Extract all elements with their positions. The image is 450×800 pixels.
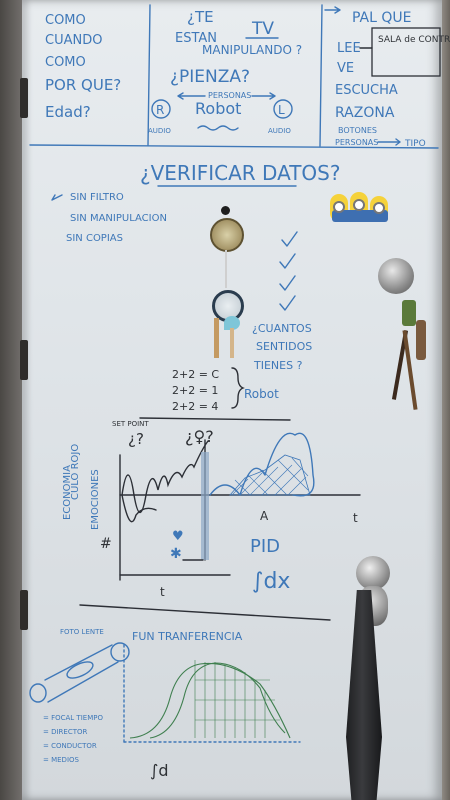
verificar-section: ¿VERIFICAR DATOS? SIN FILTRO SIN MANIPUL… xyxy=(51,161,340,372)
keychain-ornament xyxy=(206,206,250,366)
tv-word: TV xyxy=(251,19,274,39)
divider-line xyxy=(29,144,439,149)
r-letter: R xyxy=(156,103,164,117)
transfer-function: FUN TRANFERENCIA ∫d xyxy=(123,630,301,780)
control-graph: SET POINT ¿? ¿♀? CULO ROJO EMOCIONES ECO… xyxy=(62,420,361,599)
hinge xyxy=(20,340,28,380)
bullet-item: = MEDIOS xyxy=(43,756,80,764)
robot-label: Robot xyxy=(244,387,279,401)
pienza-text: ¿PIENZA? xyxy=(170,67,250,87)
list-item: Edad? xyxy=(45,103,91,121)
sum-line: 2+2 = 1 xyxy=(172,384,218,397)
audio-label: AUDIO xyxy=(148,127,171,135)
star-symbol: ✱ xyxy=(170,546,182,562)
sin-item: SIN FILTRO xyxy=(70,192,124,203)
l-circle xyxy=(273,99,293,119)
axis-t-label: t xyxy=(353,511,358,525)
vertical-word: CULO ROJO xyxy=(70,444,81,500)
right-list-item: VE xyxy=(337,61,354,76)
personas-label: PERSONAS xyxy=(208,91,251,100)
hash-mark: # xyxy=(100,536,112,552)
right-list-item: LEE xyxy=(337,41,361,56)
cuantos-text: SENTIDOS xyxy=(256,340,312,353)
sum-line: 2+2 = 4 xyxy=(172,400,218,413)
sala-box xyxy=(371,27,441,77)
left-question-list: COMO CUANDO COMO POR QUE? Edad? xyxy=(45,13,121,121)
bullet-item: = CONDUCTOR xyxy=(43,742,97,750)
check-marks xyxy=(279,231,298,311)
tv-line: ESTAN xyxy=(175,31,217,46)
right-section: PAL QUE SALA de CONTROL TV HD LEE VE ESC… xyxy=(324,6,450,149)
divider-line xyxy=(79,604,331,621)
key-bundle xyxy=(391,290,432,420)
sin-item: SIN COPIAS xyxy=(66,233,123,244)
foto-label: FOTO LENTE xyxy=(60,628,104,636)
sums-section: 2+2 = C 2+2 = 1 2+2 = 4 Robot xyxy=(139,367,291,421)
sin-item: SIN MANIPULACION xyxy=(70,213,167,224)
tipo-label: TIPO xyxy=(404,139,426,149)
right-list-item: RAZONA xyxy=(335,105,395,121)
axis-a-label: A xyxy=(260,509,269,523)
vertical-word: ECONOMIA xyxy=(62,465,73,520)
bulb-question: ¿♀? xyxy=(185,427,214,446)
pid-label: PID xyxy=(250,536,280,557)
vertical-word: EMOCIONES xyxy=(90,469,101,530)
axis-t-label: t xyxy=(160,585,165,599)
heart-symbol: ♥ xyxy=(172,529,184,544)
right-list-item: ESCUCHA xyxy=(335,83,398,98)
door-knob-upper[interactable] xyxy=(378,258,414,294)
lens-sketch: FOTO LENTE = FOCAL TIEMPO = DIRECTOR = C… xyxy=(29,628,130,764)
minions-sticker xyxy=(328,192,392,226)
tv-title: ¿TE xyxy=(187,8,214,26)
integral-label: ∫dx xyxy=(252,569,290,594)
bullet-item: = DIRECTOR xyxy=(43,728,88,736)
integral2-label: ∫d xyxy=(150,761,169,780)
list-item: POR QUE? xyxy=(45,76,121,94)
personas-tipo: PERSONAS xyxy=(335,138,378,147)
door-handle-lower[interactable] xyxy=(356,556,390,590)
cuantos-text: TIENES ? xyxy=(253,359,303,372)
r-circle xyxy=(151,99,171,119)
bullet-item: = FOCAL TIEMPO xyxy=(43,714,103,722)
list-item: COMO xyxy=(45,13,86,28)
hinge xyxy=(20,590,28,630)
tv-section: ¿TE ESTAN TV MANIPULANDO ? ¿PIENZA? PERS… xyxy=(148,8,302,135)
divider-line xyxy=(319,4,323,147)
tv-line: MANIPULANDO ? xyxy=(202,43,302,57)
l-letter: L xyxy=(278,103,285,117)
hinge xyxy=(20,78,28,118)
verificar-title: ¿VERIFICAR DATOS? xyxy=(140,161,340,185)
set-point-label: SET POINT xyxy=(112,420,149,428)
sum-line: 2+2 = C xyxy=(172,368,219,381)
oscillation-curve xyxy=(121,440,209,514)
right-title: PAL QUE xyxy=(352,10,412,26)
question-mark: ¿? xyxy=(128,430,144,448)
list-item: COMO xyxy=(45,55,86,70)
divider-line xyxy=(147,4,151,146)
botones-label: BOTONES xyxy=(338,126,377,135)
cuantos-text: ¿CUANTOS xyxy=(252,322,312,335)
sala-box-text: SALA de CONTROL TV HD xyxy=(378,35,450,45)
fun-title: FUN TRANFERENCIA xyxy=(132,630,243,643)
audio-label: AUDIO xyxy=(268,127,291,135)
robot-label: Robot xyxy=(195,99,241,118)
list-item: CUANDO xyxy=(45,33,102,48)
